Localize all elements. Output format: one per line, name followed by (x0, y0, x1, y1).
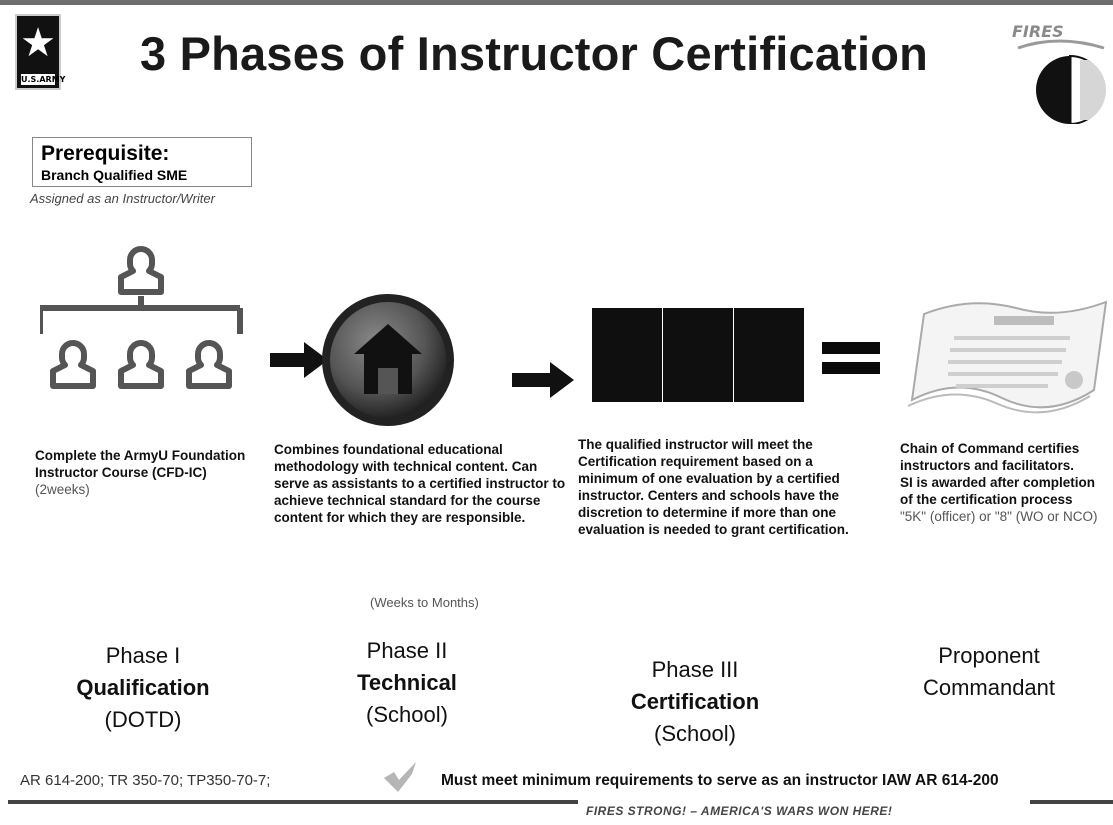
phase-name: Technical (357, 670, 457, 695)
phase-label: Phase II Technical (School) (312, 635, 502, 731)
certificate-icon (898, 280, 1108, 430)
step-description-text-2: SI is awarded after completion of the ce… (900, 475, 1096, 507)
checkmark-icon (382, 760, 420, 794)
page-title: 3 Phases of Instructor Certification (140, 27, 929, 80)
prerequisite-title: Prerequisite: (41, 142, 170, 165)
step-description-text: The qualified instructor will meet the C… (578, 437, 849, 537)
footer-slogan: FIRES STRONG! – AMERICA'S WARS WON HERE! (586, 804, 893, 818)
equals-icon (822, 339, 880, 377)
step-description-text: Complete the ArmyU Foundation Instructor… (35, 448, 246, 480)
phase-label: Phase I Qualification (DOTD) (48, 640, 238, 736)
phase-label: Phase III Certification (School) (592, 654, 798, 750)
step-description-text: Chain of Command certifies instructors a… (900, 441, 1080, 473)
phase-label: Proponent Commandant (880, 640, 1098, 704)
phase-number: Phase I (105, 643, 181, 668)
phase-owner: Commandant (922, 675, 1056, 700)
phase-number: Phase III (651, 657, 739, 682)
army-star-icon: ★ (20, 20, 56, 66)
home-button-icon (318, 290, 458, 430)
evaluation-block (663, 308, 733, 402)
step-duration: "5K" (officer) or "8" (WO or NCO) (900, 509, 1098, 524)
army-logo: ★ U.S.ARMY (15, 14, 66, 90)
arrow-right-icon (270, 340, 330, 380)
instructors-org-icon (37, 242, 280, 412)
prerequisite-box: Prerequisite: Branch Qualified SME (32, 137, 252, 187)
assigned-note: Assigned as an Instructor/Writer (30, 191, 215, 206)
evaluation-block (592, 308, 662, 402)
top-rule (0, 0, 1113, 5)
phase-owner: (School) (366, 702, 448, 727)
phase-name: Proponent (938, 643, 1040, 668)
references: AR 614-200; TR 350-70; TP350-70-7; (20, 772, 271, 789)
step-description-text: Combines foundational educational method… (274, 442, 566, 525)
army-logo-text: U.S.ARMY (21, 74, 66, 85)
step-description: Complete the ArmyU Foundation Instructor… (35, 447, 255, 498)
step-description: The qualified instructor will meet the C… (578, 436, 873, 538)
bottom-rule (8, 800, 578, 804)
requirement-note: Must meet minimum requirements to serve … (441, 772, 999, 789)
fires-logo: FIRES (1008, 14, 1108, 126)
step-duration: (Weeks to Months) (370, 595, 479, 610)
evaluation-block (734, 308, 804, 402)
bottom-rule (1030, 800, 1113, 804)
prerequisite-subtitle: Branch Qualified SME (41, 167, 188, 183)
step-description: Chain of Command certifies instructors a… (900, 440, 1110, 525)
fires-logo-text: FIRES (1012, 22, 1064, 41)
phase-number: Phase II (366, 638, 448, 663)
step-description: Combines foundational educational method… (274, 441, 566, 526)
phase-name: Certification (630, 689, 760, 714)
phase-owner: (School) (654, 721, 736, 746)
phase-name: Qualification (76, 675, 210, 700)
phase-owner: (DOTD) (104, 707, 182, 732)
arrow-right-icon (512, 360, 576, 400)
step-duration: (2weeks) (35, 482, 90, 497)
